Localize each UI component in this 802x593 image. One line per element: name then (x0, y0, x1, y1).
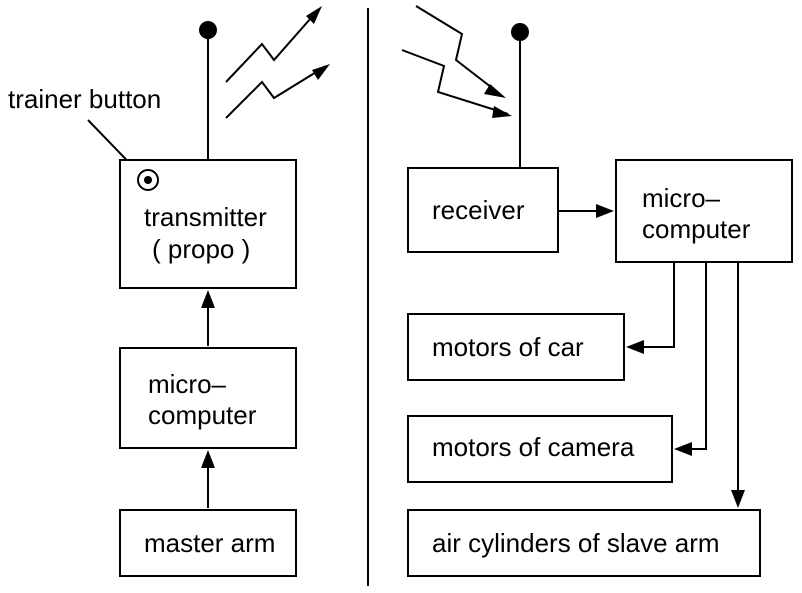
receiver-label: receiver (432, 195, 525, 225)
receiver-antenna-icon (511, 23, 529, 168)
air-cylinders-box (407, 509, 761, 577)
micro-computer-right-box (615, 159, 793, 263)
micro-computer-left-label-1: micro– (148, 369, 227, 399)
incoming-radio-wave-icon (401, 5, 512, 118)
master-arm-box (119, 509, 297, 577)
master-arm-label: master arm (144, 528, 275, 558)
micro-computer-left-label-2: computer (148, 400, 257, 430)
arrow-mc-to-motors-camera (674, 262, 707, 456)
receiver-box (407, 167, 559, 253)
micro-computer-left-box (119, 347, 297, 449)
arrow-master-to-mc (201, 450, 215, 508)
transmitter-label: transmitter (144, 202, 267, 232)
arrow-receiver-to-mc (558, 204, 614, 218)
antenna-icon (199, 21, 217, 160)
trainer-button-label: trainer button (8, 84, 161, 114)
arrow-mc-to-transmitter (201, 290, 215, 346)
trainer-button-icon (137, 169, 159, 191)
micro-computer-right-label-1: micro– (642, 183, 721, 213)
air-cylinders-label: air cylinders of slave arm (432, 528, 720, 558)
arrow-mc-to-air-cylinders (731, 262, 745, 508)
motors-of-car-box (407, 313, 625, 381)
motors-of-camera-label: motors of camera (432, 432, 635, 462)
micro-computer-right-label-2: computer (642, 214, 751, 244)
radio-wave-icon (225, 6, 330, 119)
arrow-mc-to-motors-car (626, 262, 675, 354)
motors-of-car-label: motors of car (432, 332, 584, 362)
transmitter-sublabel: ( propo ) (152, 234, 250, 264)
motors-of-camera-box (407, 415, 673, 483)
